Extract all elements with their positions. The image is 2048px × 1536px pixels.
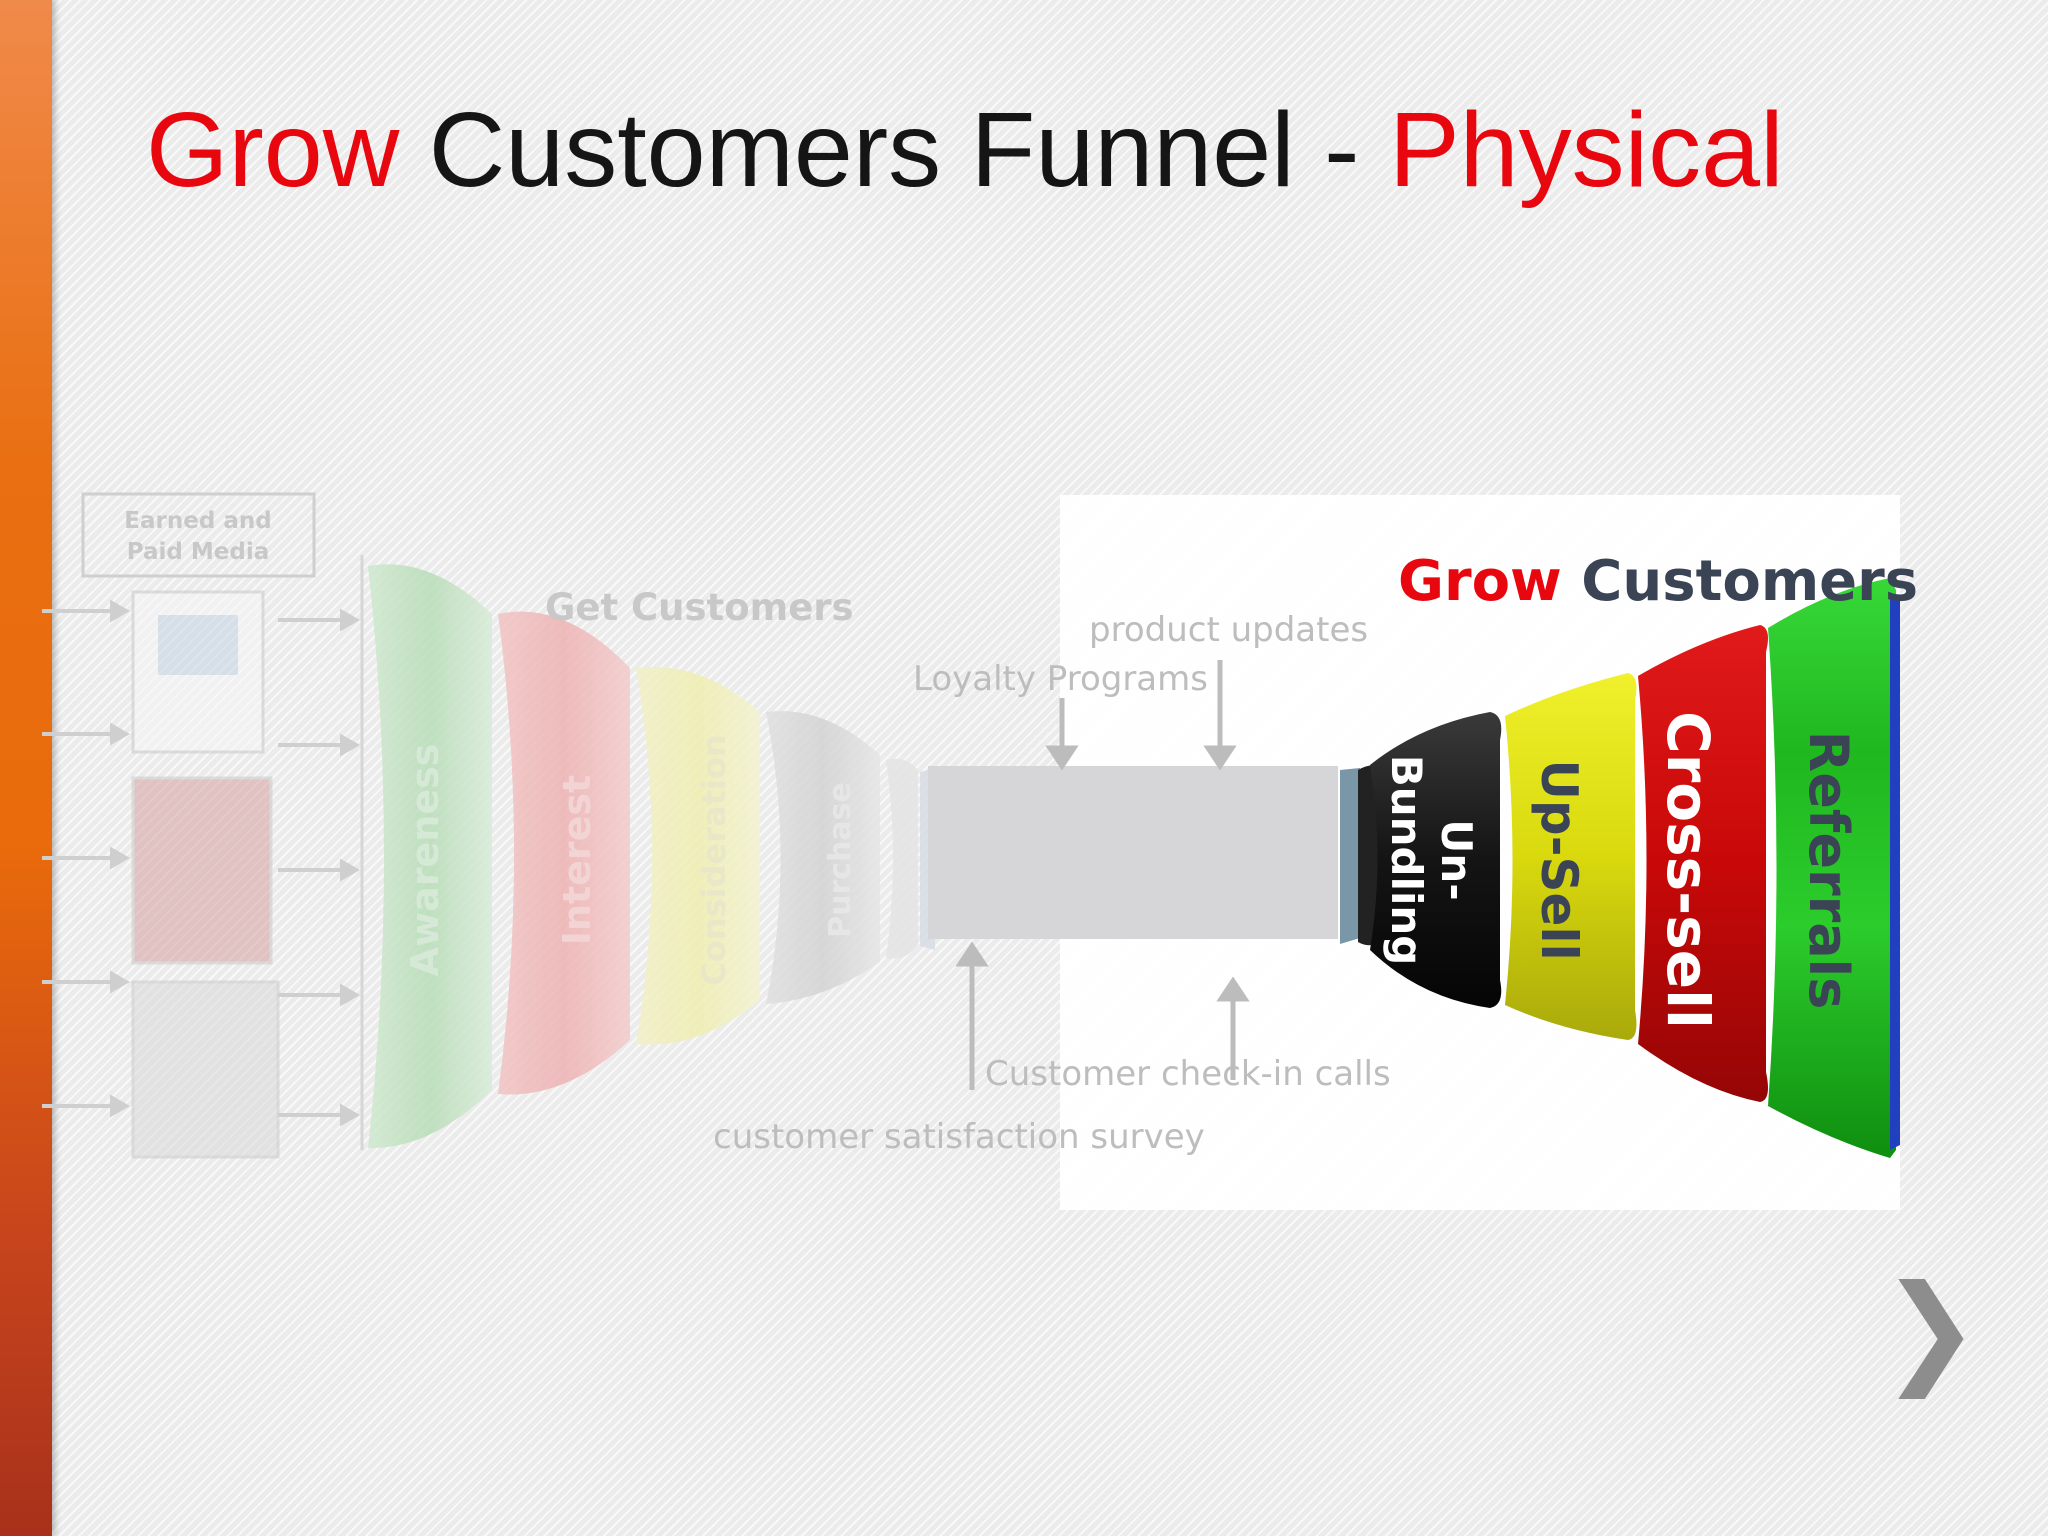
grow-funnel	[1340, 578, 1900, 1158]
title-middle: Customers Funnel -	[399, 91, 1389, 209]
grow-customers-title: Grow Customers	[1398, 549, 1918, 614]
media-box: Earned and Paid Media	[81, 492, 316, 578]
label-interest: Interest	[555, 775, 599, 945]
grow-title-rest: Customers	[1562, 549, 1918, 614]
chevron-right-icon[interactable]: ❯	[1880, 1260, 1981, 1399]
get-customers-title: Get Customers	[545, 586, 854, 629]
label-unbundling-line1: Un-	[1432, 819, 1481, 900]
stage-small	[886, 758, 918, 959]
media-box-line2: Paid Media	[127, 539, 269, 565]
annotation-arrows	[955, 660, 1250, 1090]
stage-referrals	[1768, 578, 1896, 1158]
media-image-phone	[131, 980, 280, 1159]
media-input-arrows	[42, 555, 364, 1150]
label-purchase: Purchase	[823, 782, 858, 938]
annotation-checkin-calls: Customer check-in calls	[985, 1054, 1391, 1094]
label-unbundling-line2: Bundling	[1382, 755, 1431, 966]
stage-awareness	[368, 564, 492, 1149]
annotation-loyalty-programs: Loyalty Programs	[913, 659, 1208, 699]
ipod-screen	[158, 615, 238, 675]
media-image-ad	[131, 776, 273, 965]
media-box-line1: Earned and	[124, 508, 271, 534]
slide-title: Grow Customers Funnel - Physical	[146, 92, 1784, 209]
stage-unbundling	[1370, 712, 1502, 1008]
title-grow: Grow	[146, 91, 400, 209]
title-physical: Physical	[1388, 91, 1784, 209]
stage-upsell	[1505, 673, 1637, 1040]
label-awareness: Awareness	[403, 744, 447, 977]
stage-crosssell	[1638, 625, 1768, 1102]
label-referrals: Referrals	[1797, 731, 1860, 1010]
label-consideration: Consideration	[695, 734, 733, 985]
annotation-product-updates: product updates	[1089, 610, 1368, 650]
annotation-satisfaction-survey: customer satisfaction survey	[713, 1117, 1205, 1157]
stage-purchase	[766, 711, 880, 1004]
label-upsell: Up-Sell	[1530, 759, 1588, 960]
stage-consideration	[636, 666, 760, 1045]
stage-interest	[498, 611, 630, 1095]
left-accent-bar	[0, 0, 52, 1536]
retention-tube	[928, 766, 1338, 939]
grow-title-red: Grow	[1398, 549, 1562, 614]
label-crosssell: Cross-sell	[1654, 711, 1722, 1029]
